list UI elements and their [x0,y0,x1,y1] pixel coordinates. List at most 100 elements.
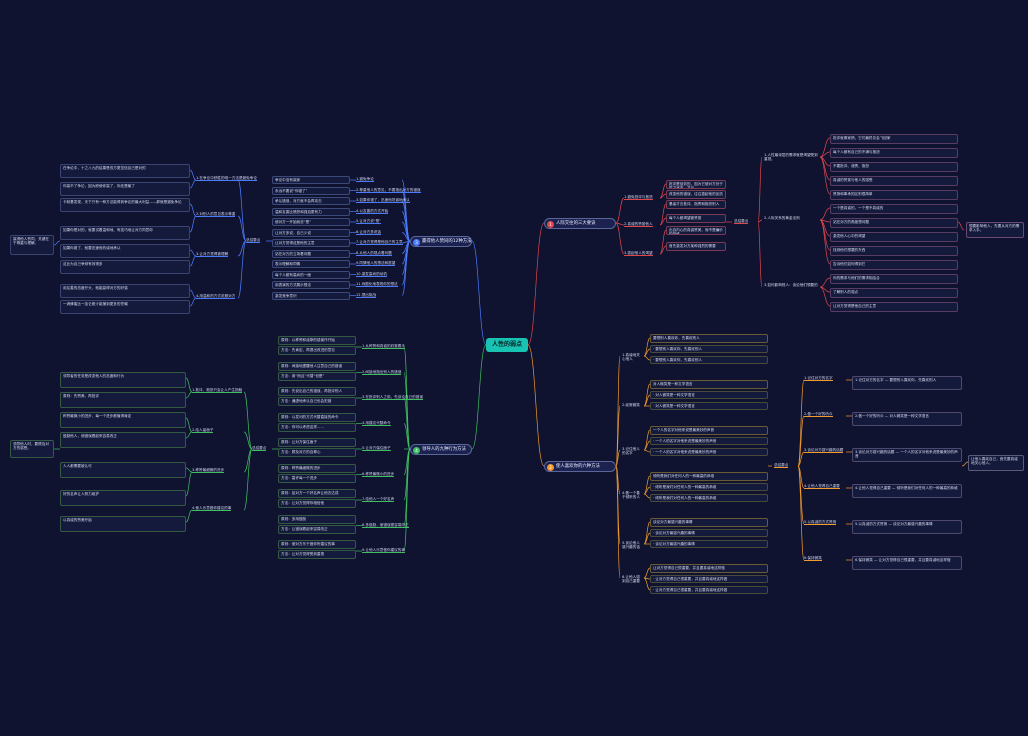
b1-summary-2[interactable]: 2.人际关系的黄金法则 [764,216,800,220]
b4-note-2-a[interactable]: 原则：间接地提醒他人注意自己的错误 [278,361,356,371]
b2-leaf-5[interactable]: 谈论对方最感兴趣的事情 [650,518,768,527]
b1-side-note[interactable]: 想要影响他人，先要从对方的需求入手。 [966,222,1024,238]
b2-summary-detail-2[interactable]: 2.做一个好的听众 — 对人微笑是一种文学语言 [852,412,962,426]
b2-summary-3[interactable]: 3.谈论对方感兴趣的话题 [804,448,844,454]
b2-sub-5[interactable]: 5.谈论他人感兴趣的话题 [622,541,640,550]
b3-note-4[interactable]: 温和友善比愤怒和强迫更有力 [272,207,350,216]
b4-note-5-b[interactable]: 方法：顾及对方的自尊心 [278,448,356,457]
b4-item-3[interactable]: 3.在批评别人之前，先谈论自己的错误 [362,395,423,401]
b4-left-detail-1[interactable]: 领导者的任务是改变他人的态度和行为 [60,372,186,388]
b1-detail-6[interactable]: 一个是真诚的，一个是不真诚的 [830,204,958,214]
b1-detail-13[interactable]: 让对方觉得是他自己的主意 [830,302,958,312]
b1-summary-title[interactable]: 总结要点 [734,219,749,225]
b2-summary-detail-5[interactable]: 5.以真诚的方式赞扬 — 谈论对方最感兴趣的事情 [852,520,962,534]
b2-leaf-3-detail-1[interactable]: · 一个人的名字对他来说是最美妙的声音 [650,437,768,445]
b4-note-3-b[interactable]: 方法：谦虚地承认自己也会犯错 [278,397,356,406]
b4-note-9-b[interactable]: 方法：让对方觉得受到重视 [278,550,356,559]
b4-note-1-b[interactable]: 方法：先肯定，再提出改进的意见 [278,346,356,355]
b4-note-6-b[interactable]: 方法：嘉许每一个进步 [278,473,356,483]
b3-summary-3[interactable]: 3.让对方觉得被理解 [196,252,229,258]
b1-detail-5[interactable]: 赞扬和奉承的区别很简单 [830,190,958,200]
b4-note-2-b[interactable]: 方法：用“而且”代替“但是” [278,371,356,381]
b3-note-1[interactable]: 争论中没有赢家 [272,176,350,184]
b4-left-detail-6[interactable]: 好的名声让人努力维护 [60,490,186,506]
b1-detail-11[interactable]: 你的需求与他们的需求相结合 [830,274,958,284]
b1-sub-2[interactable]: 2.真诚的赞赏他人 [624,222,653,228]
b4-note-4-b[interactable]: 方法：你可以考虑这样…… [278,422,356,432]
branch-1[interactable]: 1 人际交往的三大要诀 [544,218,616,229]
b1-detail-4[interactable]: 真诚的赞赏与他人的感受 [830,176,958,186]
b1-detail-9[interactable]: 找到他们想要的东西 [830,246,958,256]
b3-left-detail-1[interactable]: 在争论中，十之八九的结果是双方更坚信自己是对的 [60,164,190,178]
b3-note-3[interactable]: 承认错误，对方就不会再攻击 [272,197,350,205]
b3-note-11[interactable]: 用表演的方式展示想法 [272,281,350,289]
b3-side-note[interactable]: 赢得他人赞同，关键在于尊重与理解。 [10,235,54,255]
b2-sub-2[interactable]: 2.经常微笑 [622,403,640,407]
b3-item-2[interactable]: 2.尊重他人的意见，不要指出对方的错误 [356,187,421,193]
b4-item-5[interactable]: 5.让对方保住面子 [362,446,391,452]
b3-note-8[interactable]: 站在对方的立场看问题 [272,249,350,258]
b4-summary-2[interactable]: 2.给人留面子 [192,428,214,434]
b2-summary-1[interactable]: 1.记住对方的名字 [804,376,833,382]
b2-leaf-2[interactable]: 对人微笑是一种文学语言 [650,380,768,389]
b4-summary-3[interactable]: 3.称赞最细微的进步 [192,468,225,474]
root-node[interactable]: 人性的弱点 [486,338,528,352]
b3-item-10[interactable]: 10.激发高尚的动机 [356,271,387,277]
b4-item-6[interactable]: 6.称赞最微小的进步 [362,471,395,477]
branch-3[interactable]: 3 赢得他人赞同的12种方法 [410,236,472,247]
b2-sub-3[interactable]: 3.记住他人的名字 [622,447,640,456]
b3-left-detail-6[interactable]: 这比为自己争辩有效得多 [60,260,190,274]
b4-item-8[interactable]: 8.多鼓励，使错误更容易改正 [362,522,409,528]
b3-note-7[interactable]: 让对方觉得这是他的主意 [272,239,350,247]
b2-summary-detail-1[interactable]: 1.记住对方的名字 — 要想别人喜欢你，先喜欢别人 [852,376,962,390]
b1-detail-3[interactable]: 不要批评、谴责、抱怨 [830,162,958,172]
b1-leaf-2[interactable]: 改变他的错误，往往激起他的反抗 [666,190,726,199]
b3-item-7[interactable]: 7.让对方觉得是他自己的主意 [356,240,403,246]
b2-leaf-3-detail-2[interactable]: · 一个人的名字对他来说是最美妙的声音 [650,448,768,456]
b4-note-1-a[interactable]: 原则：以称赞和诚挚的感谢作开始 [278,336,356,345]
b3-left-detail-3[interactable]: 卡耐基发现，天下只有一种方法能得到争论的最大利益——那就是避免争论 [60,198,190,212]
b4-item-4[interactable]: 4.用建议代替命令 [362,420,391,426]
b4-summary-title[interactable]: 总结要点 [252,446,267,452]
b1-detail-12[interactable]: 了解别人的观点 [830,288,958,298]
b4-note-4-a[interactable]: 原则：以发问的方式代替直接的命令 [278,412,356,422]
b2-leaf-1[interactable]: 要想别人喜欢你，先喜欢别人 [650,334,768,343]
b4-left-detail-5[interactable]: 人人都需要被认可 [60,462,186,478]
b2-leaf-4-detail-2[interactable]: · 倾听是我们对任何人的一种最高的恭维 [650,494,768,502]
b3-left-detail-8[interactable]: 一滴蜂蜜比一加仑胆汁能捕到更多的苍蝇 [60,300,190,314]
b3-summary-1[interactable]: 1.在争论中获胜的唯一方法是避免争论 [196,176,257,182]
b1-leaf-1[interactable]: 批评是徒劳的，因为它使对方处于防卫状态，并且 [666,180,726,189]
b2-leaf-6[interactable]: 让对方觉得自己很重要，并且要真诚地这样做 [650,564,768,573]
b2-summary-2[interactable]: 2.做一个好的听众 [804,412,833,418]
b1-leaf-5[interactable]: 出自内心的真诚赞美，而不是廉价的恭维 [666,226,726,235]
b1-summary-3[interactable]: 3.如何影响别人：谈论他们想要的 [764,283,818,287]
b3-item-6[interactable]: 6.让对方多说话 [356,229,381,235]
b3-item-11[interactable]: 11.戏剧化地表现你的想法 [356,282,398,288]
b1-detail-1[interactable]: 批评就像家鸽，它们最终总会飞回家 [830,134,958,144]
b1-detail-7[interactable]: 站在对方的角度想问题 [830,218,958,228]
b4-summary-4[interactable]: 4.使人乐意做你建议的事 [192,506,232,512]
b2-side-note[interactable]: 让他人喜欢自己，首先要真诚地关心他人。 [968,455,1024,471]
b4-note-5-a[interactable]: 原则：让对方保住面子 [278,438,356,447]
b4-note-6-a[interactable]: 原则：称赞最细微的进步 [278,463,356,473]
b2-leaf-2-detail-2[interactable]: · 对人微笑是一种文学语言 [650,402,768,410]
b1-detail-8[interactable]: 激发他人心中的渴望 [830,232,958,242]
b4-item-2[interactable]: 2.间接地指出别人的错误 [362,369,402,375]
b4-item-7[interactable]: 7.给他人一个好名声 [362,497,395,503]
b2-leaf-4[interactable]: 倾听是我们对任何人的一种最高的恭维 [650,472,768,481]
b3-item-5[interactable]: 5.让对方说“是” [356,219,382,225]
b2-leaf-5-detail-2[interactable]: · 谈论对方最感兴趣的事情 [650,540,768,548]
b1-leaf-6[interactable]: 首先激发对方某种强烈的需要 [666,242,726,251]
b2-summary-5[interactable]: 5.以真诚的方式赞扬 [804,520,837,526]
b2-leaf-4-detail-1[interactable]: · 倾听是我们对任何人的一种最高的恭维 [650,483,768,491]
b4-note-3-a[interactable]: 原则：先说出自己的错误，再批评别人 [278,387,356,396]
b2-summary-detail-6[interactable]: 6.保持微笑 — 让对方觉得自己很重要，并且要真诚地这样做 [852,556,962,570]
b3-note-9[interactable]: 表示理解和同情 [272,260,350,268]
b2-leaf-5-detail-1[interactable]: · 谈论对方最感兴趣的事情 [650,529,768,537]
b3-note-5[interactable]: 使对方一开始就说“是” [272,218,350,226]
b1-detail-2[interactable]: 每个人都有自己的不满与抱怨 [830,148,958,158]
b1-sub-1[interactable]: 1.避免批评与抱怨 [624,195,653,201]
b3-summary-title[interactable]: 总结要点 [246,238,261,244]
b1-detail-10[interactable]: 告诉他们如何得到它 [830,260,958,270]
b4-note-9-a[interactable]: 原则：使对方乐于做你所建议的事 [278,540,356,549]
